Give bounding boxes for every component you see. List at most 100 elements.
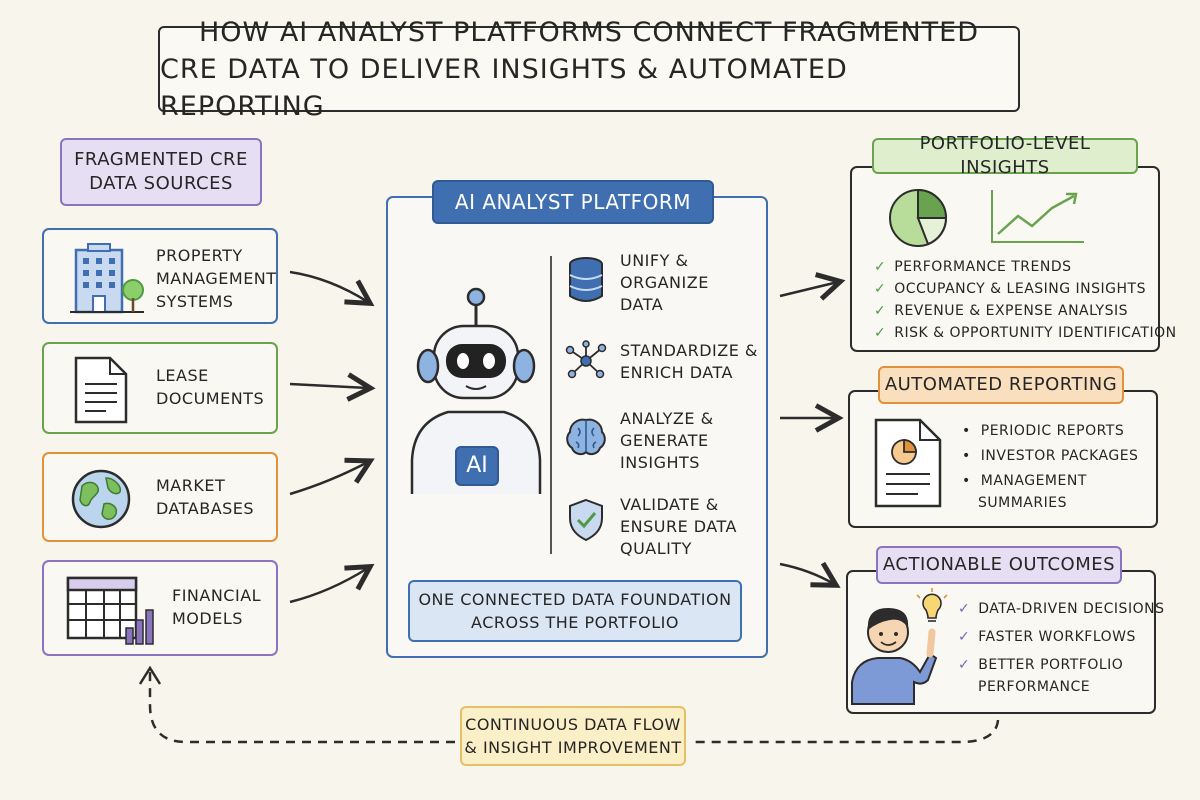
report-text: Investor Packages xyxy=(980,448,1139,464)
arrow-market-to-platform xyxy=(289,462,368,496)
database-icon xyxy=(569,257,603,302)
title-line-2: CRE Data to Deliver Insights & Automated… xyxy=(160,53,848,122)
label-line: Analyze & xyxy=(620,409,714,428)
label-line: Market xyxy=(156,476,226,495)
sources-header-line-2: Data Sources xyxy=(89,173,233,194)
insight-item: ✓ Risk & Opportunity Identification xyxy=(874,322,1177,344)
label-line: Across the Portfolio xyxy=(471,613,679,632)
report-item: • Management xyxy=(962,470,1138,492)
insight-text: Occupancy & Leasing Insights xyxy=(894,281,1146,297)
insights-list: ✓Performance Trends ✓Occupancy & Leasing… xyxy=(874,256,1177,344)
pie-chart-icon xyxy=(889,188,948,247)
check-icon: ✓ xyxy=(958,629,971,645)
sources-header: Fragmented CRE Data Sources xyxy=(60,138,262,206)
bullet-dot: • xyxy=(962,473,971,489)
label-line: Databases xyxy=(156,499,255,518)
outcome-text: Data-Driven Decisions xyxy=(978,601,1165,617)
arrow-financial-to-platform xyxy=(289,568,368,604)
title-box: How AI Analyst Platforms Connect Fragmen… xyxy=(158,17,1020,122)
source-card-financial-models: Financial Models xyxy=(42,560,278,656)
report-document-icon xyxy=(874,418,942,508)
brain-icon xyxy=(566,418,606,456)
insight-item: ✓ Revenue & Expense Analysis xyxy=(874,300,1177,322)
report-item: • Periodic Reports xyxy=(962,420,1138,442)
document-icon xyxy=(74,356,128,424)
data-foundation-box: One Connected Data Foundation Across the… xyxy=(408,580,742,642)
arrow-platform-to-insights xyxy=(779,282,838,296)
reporting-list: • Periodic Reports • Investor Packages • Ma… xyxy=(962,420,1138,514)
arrow-lease-to-platform xyxy=(289,384,368,388)
feedback-box: Continuous Data Flow & Insight Improveme… xyxy=(460,706,686,766)
person-idea-illustration xyxy=(851,588,948,705)
bullet-dot: • xyxy=(962,448,971,464)
step-standardize-label: Standardize & Enrich Data xyxy=(620,340,758,384)
label-line: Ensure Data xyxy=(620,517,737,536)
sources-header-line-1: Fragmented CRE xyxy=(74,149,248,170)
label-line: Insights xyxy=(620,453,700,472)
report-item-cont: Summaries xyxy=(962,492,1138,514)
bullet-dot: • xyxy=(962,423,971,439)
label-line: Models xyxy=(172,609,243,628)
insight-item: ✓Occupancy & Leasing Insights xyxy=(874,278,1177,300)
office-building-icon xyxy=(70,243,144,314)
label-line: Generate xyxy=(620,431,709,450)
label-line: Financial xyxy=(172,586,262,605)
title-line-1: How AI Analyst Platforms Connect Fragmen… xyxy=(198,16,979,48)
globe-icon xyxy=(71,469,131,529)
source-card-market-databases: Market Databases xyxy=(42,452,278,542)
platform-header: AI Analyst Platform xyxy=(432,180,714,224)
check-icon: ✓ xyxy=(874,259,887,275)
arrow-property-to-platform xyxy=(289,270,368,302)
robot-ai-badge: AI xyxy=(455,446,499,486)
check-icon: ✓ xyxy=(874,303,887,319)
reporting-header: Automated Reporting xyxy=(878,366,1124,404)
insight-text: Risk & Opportunity Identification xyxy=(894,325,1177,341)
feedback-dashed-loop xyxy=(148,672,1000,744)
label-line: Data xyxy=(620,295,664,314)
trend-chart-icon xyxy=(991,190,1084,243)
source-label-property: Property Management Systems xyxy=(156,244,277,313)
label-line: Lease xyxy=(156,366,209,385)
feedback-arrowhead xyxy=(138,665,162,685)
label-line: Documents xyxy=(156,389,265,408)
platform-divider xyxy=(550,256,552,554)
report-text: Periodic Reports xyxy=(980,423,1125,439)
network-nodes-icon xyxy=(565,340,607,379)
outcomes-list: ✓ Data-Driven Decisions ✓ Faster Workflows… xyxy=(958,598,1164,698)
report-text: Summaries xyxy=(978,495,1067,511)
check-icon: ✓ xyxy=(958,657,971,673)
outcome-item: ✓ Data-Driven Decisions xyxy=(958,598,1164,620)
insight-text: Performance Trends xyxy=(894,259,1072,275)
source-card-lease-documents: Lease Documents xyxy=(42,342,278,434)
label-line: Standardize & xyxy=(620,341,758,360)
outcome-item-cont: Performance xyxy=(958,676,1164,698)
outcome-text: Performance xyxy=(978,679,1091,695)
label-line: Continuous Data Flow xyxy=(465,715,681,734)
spreadsheet-chart-icon xyxy=(66,576,154,645)
outcome-text: Faster Workflows xyxy=(978,629,1136,645)
arrow-platform-to-outcomes xyxy=(779,564,834,584)
label-line: Property xyxy=(156,246,243,265)
label-line: One Connected Data Foundation xyxy=(418,590,732,609)
check-icon: ✓ xyxy=(958,601,971,617)
step-unify-label: Unify & Organize Data xyxy=(620,250,709,316)
shield-check-icon xyxy=(569,498,603,542)
outcome-item: ✓ Better Portfolio xyxy=(958,654,1164,676)
check-icon: ✓ xyxy=(874,325,887,341)
source-card-property-management: Property Management Systems xyxy=(42,228,278,324)
label-line: Organize xyxy=(620,273,709,292)
source-label-financial: Financial Models xyxy=(172,584,261,630)
label-line: Management xyxy=(156,269,277,288)
outcome-text: Better Portfolio xyxy=(978,657,1124,673)
source-label-lease: Lease Documents xyxy=(156,364,264,410)
step-analyze-label: Analyze & Generate Insights xyxy=(620,408,714,474)
insights-header: Portfolio-Level Insights xyxy=(872,133,1138,178)
step-validate-label: Validate & Ensure Data Quality xyxy=(620,494,737,560)
outcomes-header: Actionable Outcomes xyxy=(876,546,1122,584)
report-text: Management xyxy=(980,473,1087,489)
insight-text: Revenue & Expense Analysis xyxy=(894,303,1129,319)
label-line: Quality xyxy=(620,539,692,558)
label-line: Unify & xyxy=(620,251,689,270)
source-label-market: Market Databases xyxy=(156,474,254,520)
